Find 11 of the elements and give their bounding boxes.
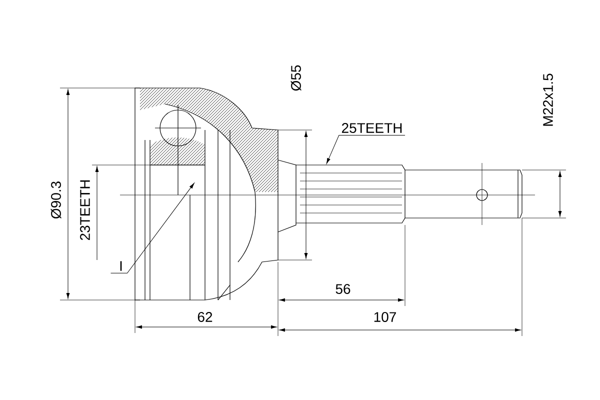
- dimension-label: 107: [374, 312, 396, 322]
- dimension-label: 23TEETH: [80, 180, 90, 240]
- leader-text: I: [120, 261, 122, 271]
- dimension-label: 62: [198, 312, 212, 322]
- dimension-label: Ø90.3: [50, 182, 62, 219]
- dimension-label: M22x1.5: [543, 74, 553, 126]
- leader-line: [110, 182, 194, 274]
- dimension-label: 56: [336, 284, 350, 294]
- leader-text: 25TEETH: [342, 123, 402, 133]
- leader-line: [326, 135, 406, 164]
- dimension-label: Ø55: [290, 65, 302, 91]
